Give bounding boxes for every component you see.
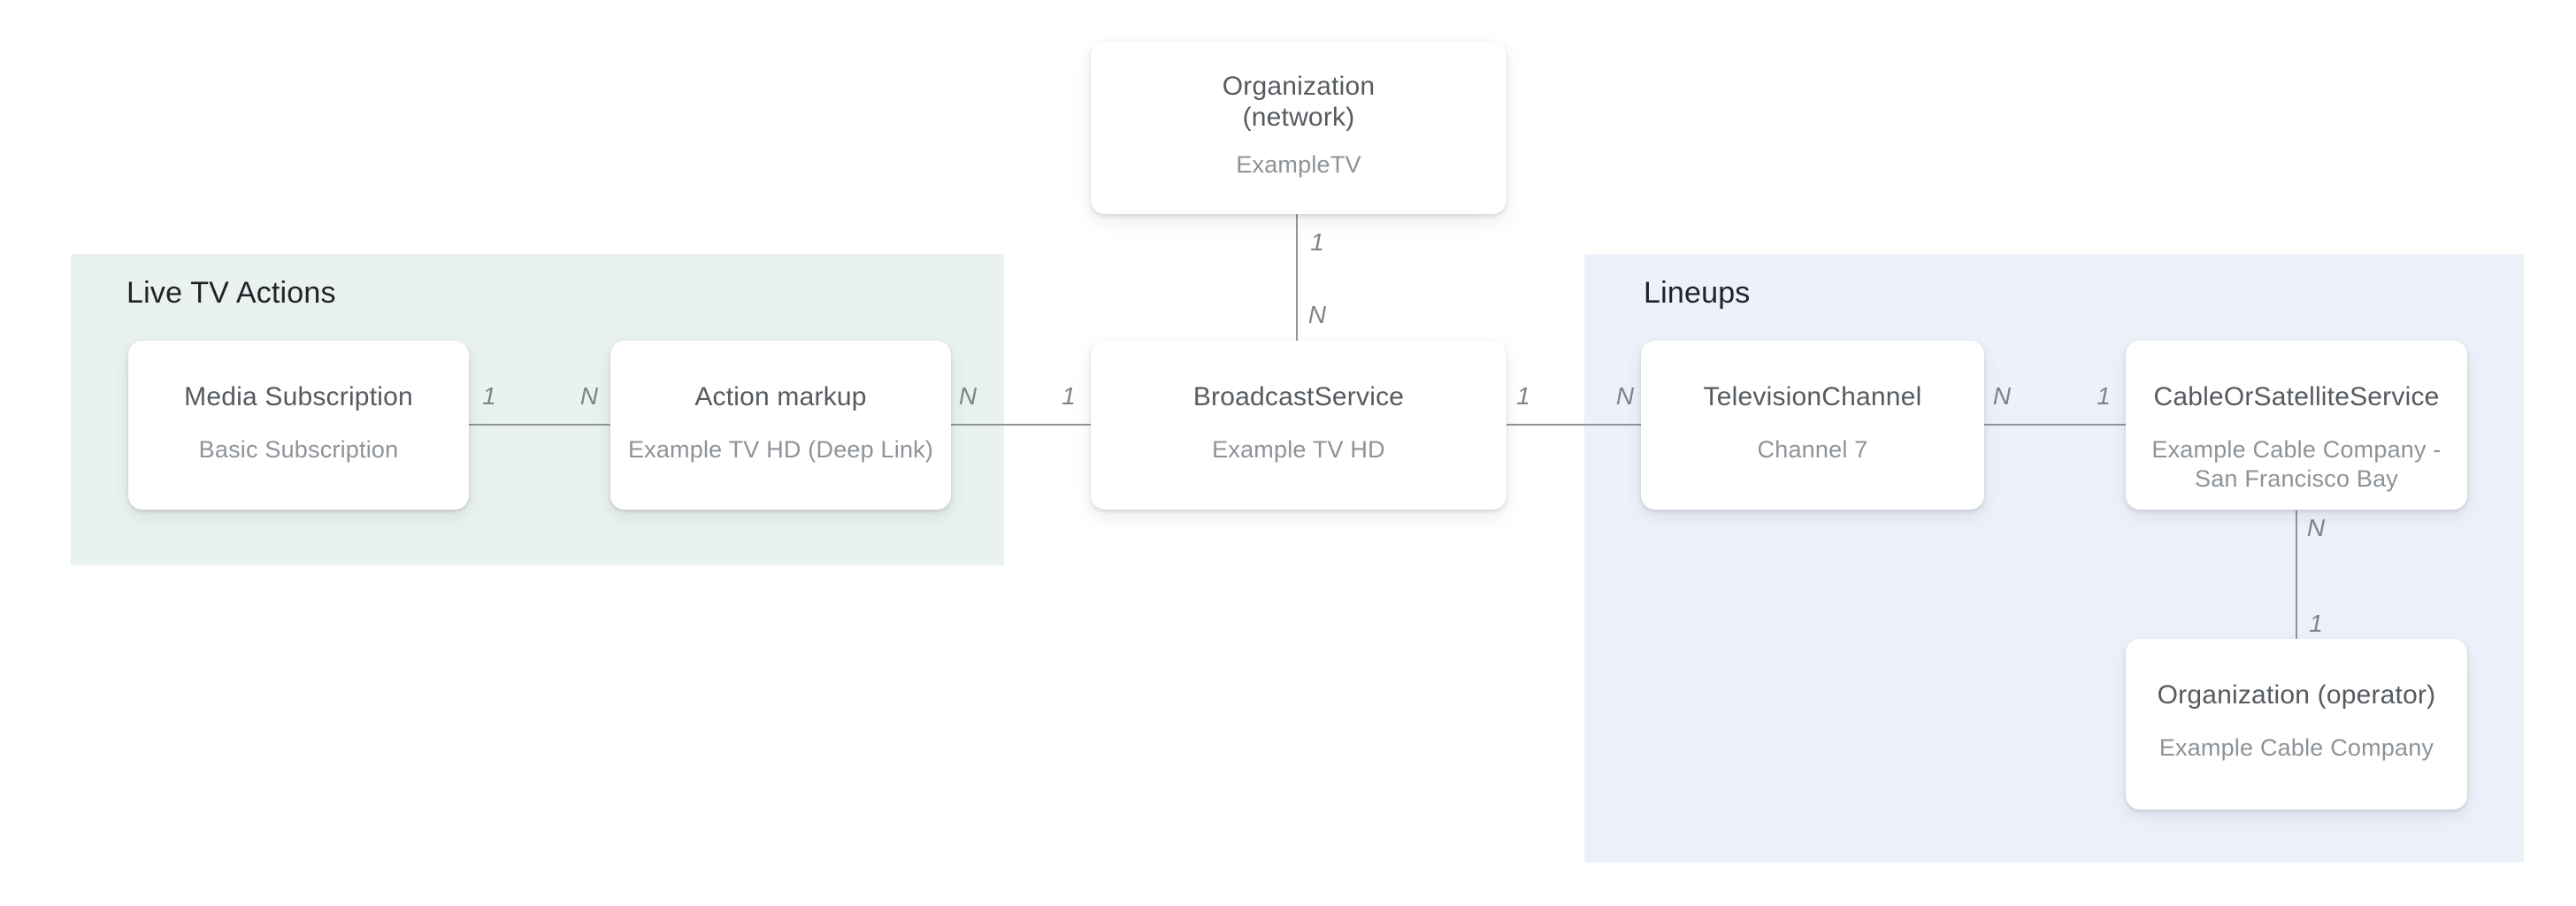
- connector-televisionchannel-to-cableorsatelliteservice: [1984, 424, 2126, 426]
- node-organization-operator: Organization (operator) Example Cable Co…: [2126, 639, 2467, 810]
- node-title: Organization (network): [1222, 72, 1376, 132]
- cardinality-label: N: [579, 382, 599, 410]
- group-lineups-title: Lineups: [1644, 276, 1751, 310]
- cardinality-label: N: [1992, 382, 2012, 410]
- cardinality-label: N: [1615, 382, 1635, 410]
- cardinality-label: 1: [1516, 382, 1530, 410]
- node-media-subscription: Media Subscription Basic Subscription: [128, 341, 469, 510]
- cardinality-label: 1: [1062, 382, 1076, 410]
- cardinality-label: N: [958, 382, 978, 410]
- cardinality-label: N: [1307, 301, 1327, 328]
- node-cable-or-satellite-service: CableOrSatelliteService Example Cable Co…: [2126, 341, 2467, 510]
- node-subtitle: Basic Subscription: [198, 436, 399, 463]
- cardinality-label: 1: [1310, 228, 1324, 256]
- cardinality-label: 1: [2097, 382, 2111, 410]
- node-subtitle: Channel 7: [1757, 436, 1868, 463]
- connector-actionmarkup-to-broadcastservice: [951, 424, 1091, 426]
- node-subtitle: Example TV HD: [1212, 436, 1385, 463]
- node-title: Media Subscription: [184, 382, 413, 411]
- node-action-markup: Action markup Example TV HD (Deep Link): [610, 341, 951, 510]
- node-organization-network: Organization (network) ExampleTV: [1091, 42, 1506, 214]
- node-title: Organization (operator): [2157, 680, 2436, 710]
- node-title: BroadcastService: [1192, 382, 1405, 411]
- cardinality-label: 1: [2309, 610, 2323, 637]
- node-television-channel: TelevisionChannel Channel 7: [1641, 341, 1984, 510]
- node-subtitle: Example TV HD (Deep Link): [627, 436, 934, 463]
- connector-cableorsatelliteservice-to-operator: [2296, 511, 2297, 639]
- cardinality-label: 1: [482, 382, 496, 410]
- group-live-tv-actions-title: Live TV Actions: [126, 276, 336, 310]
- node-subtitle: Example Cable Company: [2158, 734, 2434, 761]
- node-title: TelevisionChannel: [1703, 382, 1922, 411]
- connector-mediasubscription-to-actionmarkup: [469, 424, 610, 426]
- node-subtitle: ExampleTV: [1236, 151, 1361, 178]
- cardinality-label: N: [2306, 514, 2326, 541]
- node-title: CableOrSatelliteService: [2153, 382, 2440, 411]
- connector-network-to-broadcastservice: [1296, 214, 1298, 341]
- node-broadcast-service: BroadcastService Example TV HD: [1091, 341, 1506, 510]
- node-subtitle: Example Cable Company - San Francisco Ba…: [2151, 436, 2442, 492]
- node-title: Action markup: [694, 382, 867, 411]
- connector-broadcastservice-to-televisionchannel: [1506, 424, 1641, 426]
